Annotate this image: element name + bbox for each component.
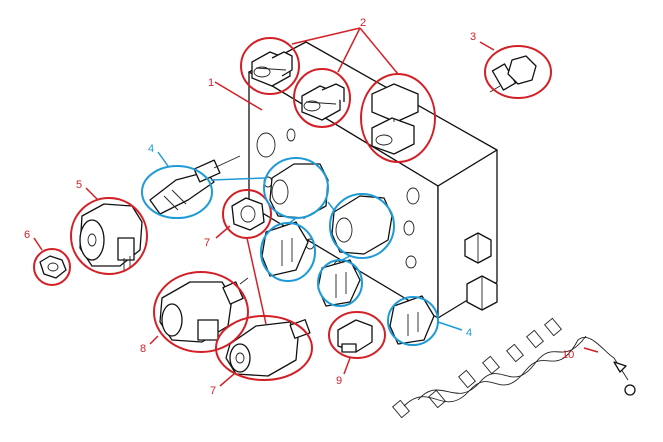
red-highlight-rings [33,37,552,381]
port-hole [286,128,296,142]
callout-label-9: 9 [336,375,342,387]
side-fitting [464,232,492,264]
port-hole [406,187,420,205]
callout-label-1: 1 [208,77,214,89]
check-valve-lower [225,319,311,377]
port-hole [405,255,417,269]
callout-label-10: 10 [562,349,574,361]
callout-label-4b: 4 [466,327,472,339]
harness-diode [613,361,627,373]
red-leader-lines [33,27,599,387]
callout-label-2: 2 [360,17,366,29]
port-hole [256,132,276,158]
callout-label-7b: 7 [210,385,216,397]
solenoid-valve [159,277,249,343]
small-plug [337,319,373,353]
ring-terminal [624,384,636,396]
solenoid-coil-mounted [269,163,329,219]
solenoid-coil-mounted [331,195,393,255]
side-fitting [466,275,498,311]
elbow-fitting [371,83,419,155]
callout-labels: 1 2 3 4 4 5 6 7 7 8 9 10 [24,17,574,397]
solenoid-coil [79,203,143,270]
hex-nut [39,255,67,279]
manifold-block [248,41,498,319]
callout-label-7a: 7 [204,237,210,249]
callout-label-5: 5 [76,179,82,191]
connector-plug [389,295,435,345]
callout-label-6: 6 [24,229,30,241]
elbow-fitting [301,83,345,121]
plug-fitting [489,55,537,93]
callout-label-8: 8 [140,343,146,355]
callout-label-3: 3 [470,31,476,43]
valve-cartridge [149,155,241,215]
wiring-harness [392,317,636,419]
valve-end-upper [231,197,265,231]
elbow-fitting [251,51,293,87]
callout-label-4a: 4 [148,143,154,155]
wire-terminal [392,317,562,419]
port-hole [403,220,415,236]
blue-leader-lines [157,151,463,331]
